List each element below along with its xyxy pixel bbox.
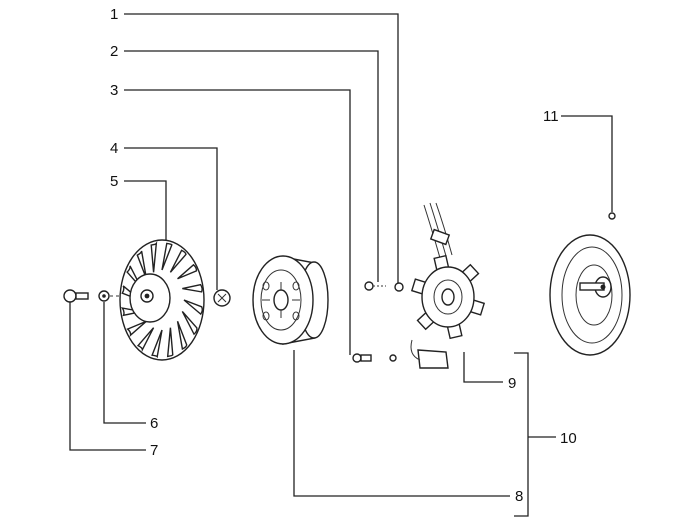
callout-9: 9: [508, 375, 516, 392]
screw-part-7: [63, 289, 89, 303]
fan-blade: [177, 263, 198, 280]
leader-line-8: [293, 350, 510, 497]
crankcase-cover-part-11: [549, 212, 631, 356]
washer-part-1: [389, 282, 404, 362]
fan-blade: [166, 327, 174, 358]
callout-2: 2: [110, 43, 118, 60]
fan-blade: [136, 250, 148, 280]
callout-5: 5: [110, 173, 118, 190]
fan-blade: [126, 320, 147, 338]
fan-blade: [183, 299, 203, 316]
leader-line-9: [463, 352, 503, 383]
callout-11: 11: [543, 108, 559, 125]
fan-blade: [136, 327, 155, 353]
leader-line-2: [124, 50, 379, 282]
fan-blade: [150, 241, 158, 273]
leader-line-3: [124, 89, 351, 355]
callout-4: 4: [110, 140, 118, 157]
leader-line-5: [124, 180, 167, 262]
fan-blade: [176, 320, 188, 351]
stator-part-9: [410, 202, 486, 369]
fan-blade: [120, 307, 142, 317]
leader-line-4: [124, 147, 218, 290]
flywheel-rotor-part-8: [252, 255, 329, 345]
callout-1: 1: [110, 6, 118, 23]
callout-6: 6: [150, 415, 158, 432]
fan-blade: [169, 249, 187, 273]
leader-line-6: [103, 302, 146, 424]
leader-line-7: [69, 302, 146, 451]
leader-line-11: [561, 115, 613, 212]
screw-part-3: [352, 353, 372, 363]
bracket-10: [514, 352, 529, 517]
fan-blade: [182, 283, 203, 293]
callout-10: 10: [560, 430, 577, 447]
fan-impeller-part-5: [119, 239, 205, 361]
fan-blade: [161, 242, 173, 271]
fan-blade: [151, 329, 163, 359]
callout-7: 7: [150, 442, 158, 459]
nut-part-4: [213, 289, 231, 307]
leader-lines: [69, 13, 613, 517]
callout-8: 8: [515, 488, 523, 505]
screw-part-2: [364, 281, 386, 291]
fan-blade: [181, 311, 198, 336]
callout-3: 3: [110, 82, 118, 99]
leader-line-1: [124, 13, 399, 284]
